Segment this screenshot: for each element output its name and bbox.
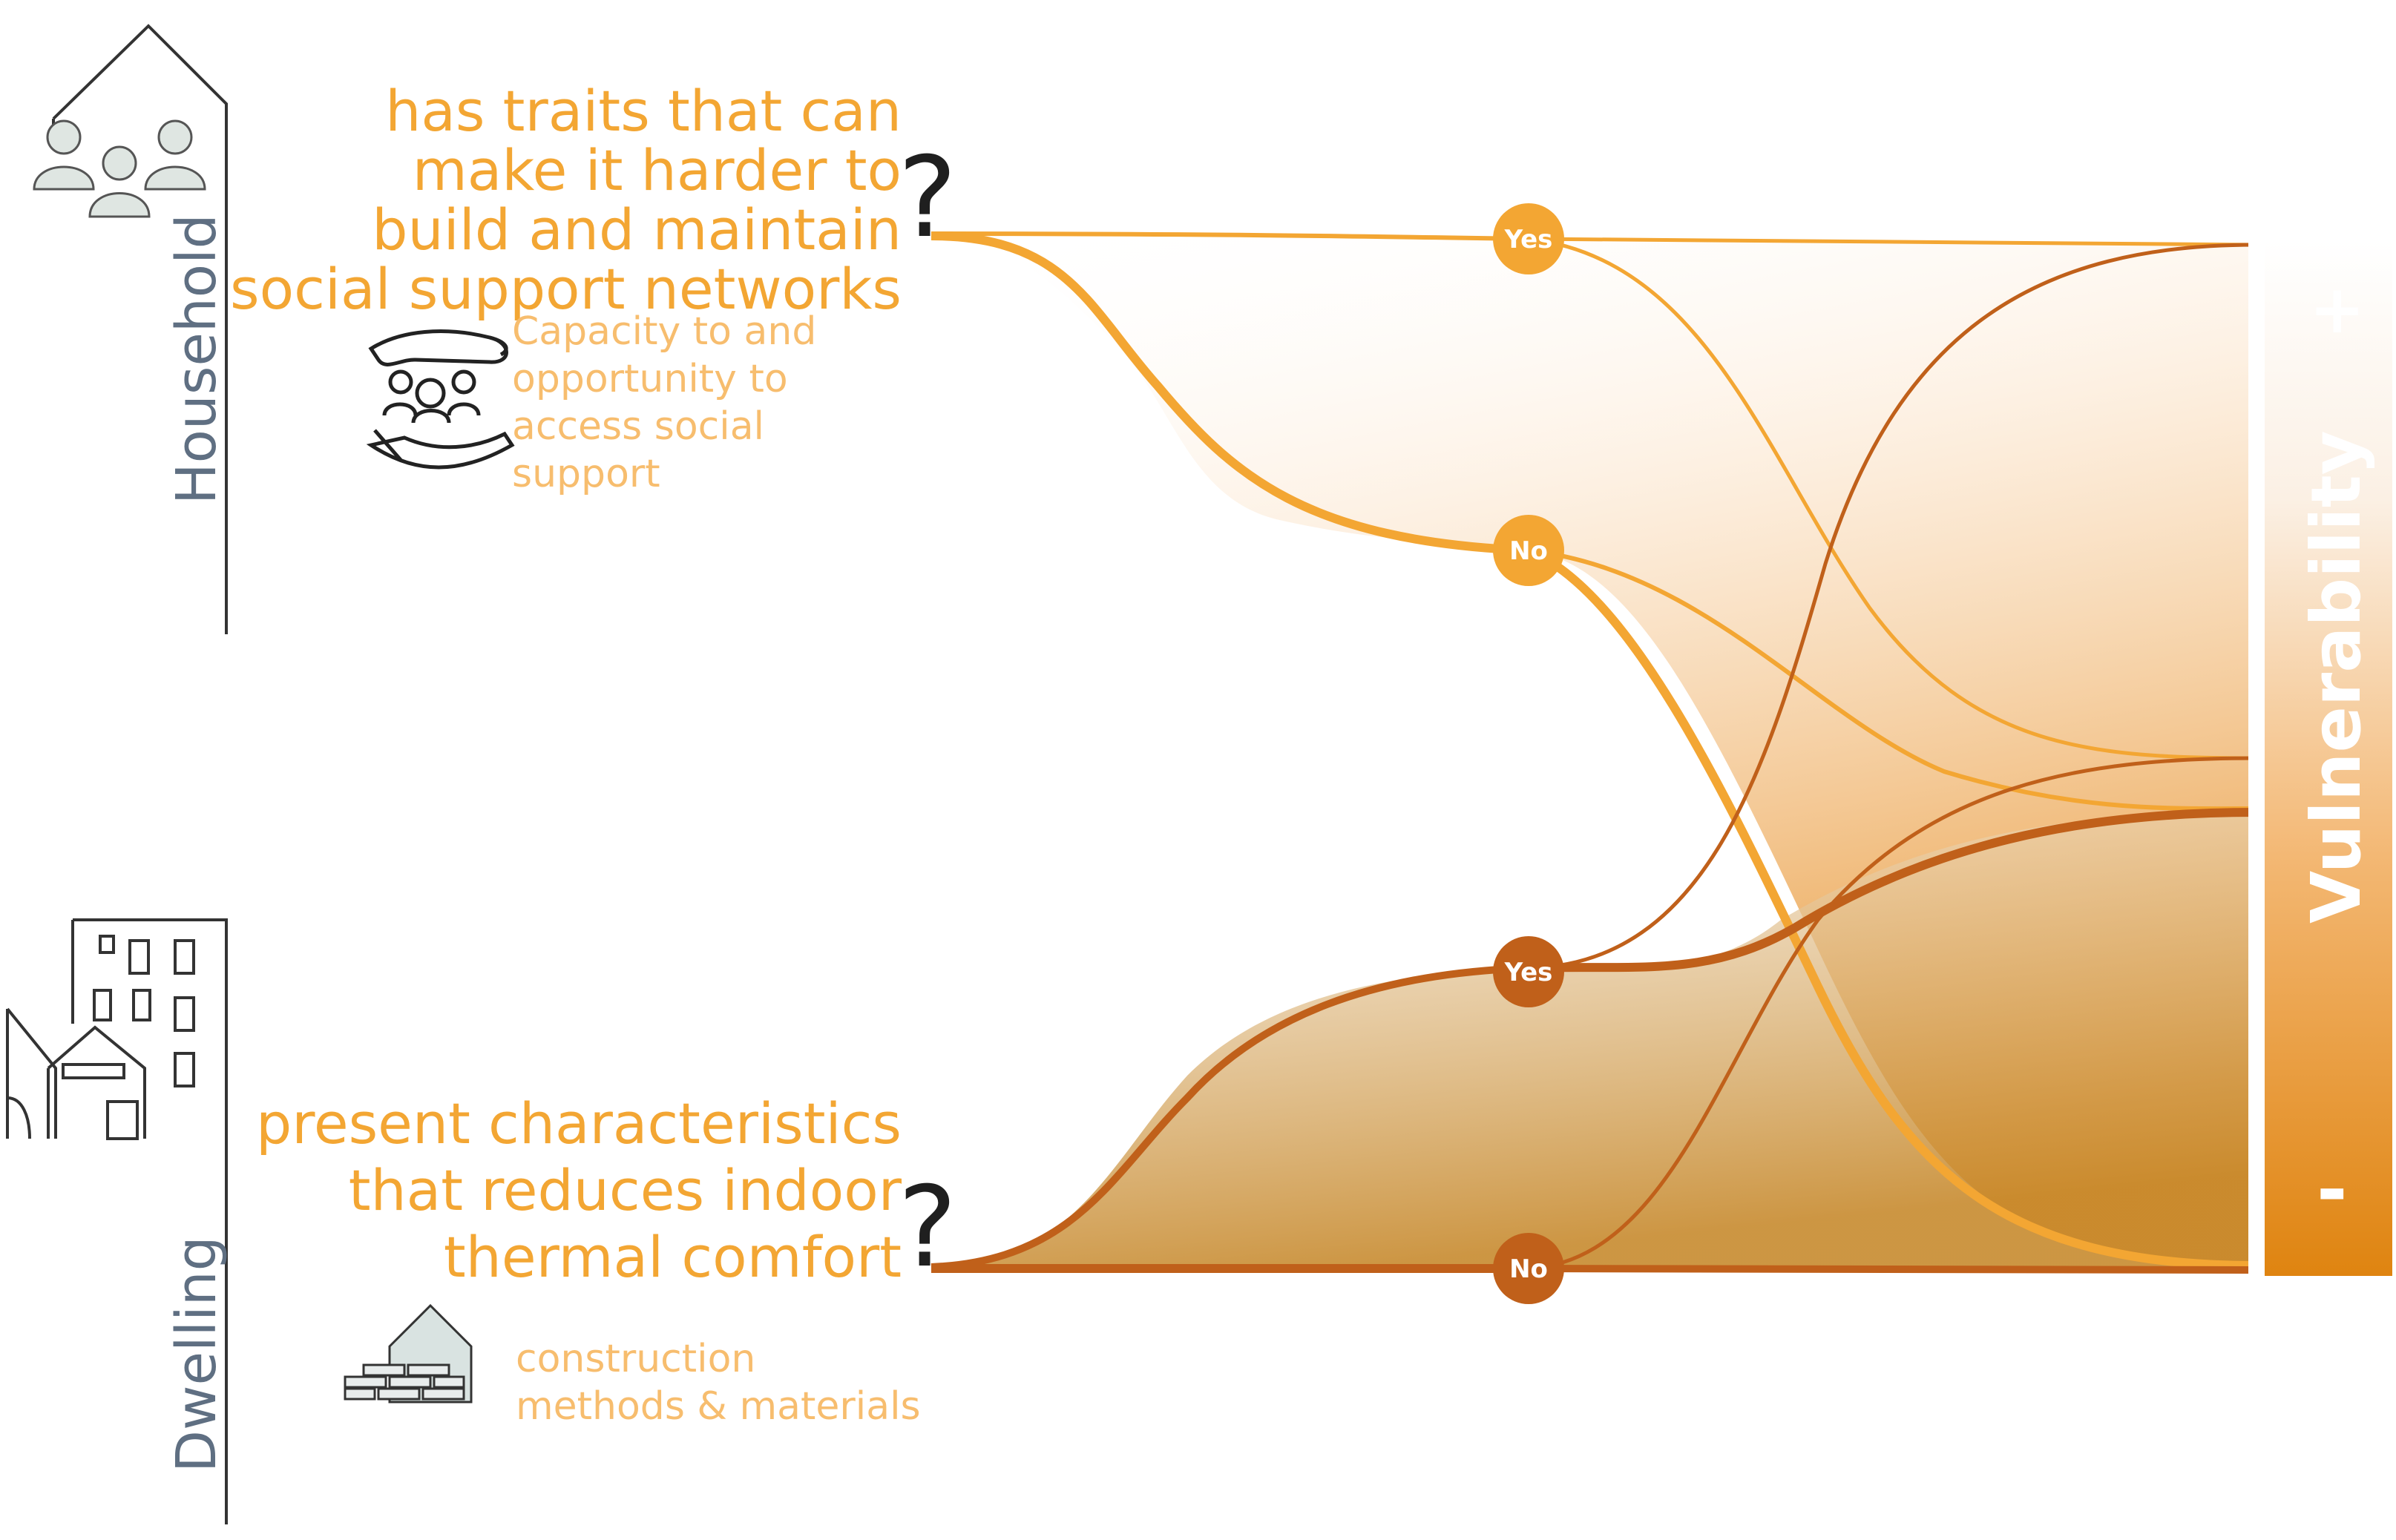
dwelling-question: present characteristics that reduces ind…	[160, 1090, 902, 1291]
household-description-line-1: Capacity to and	[512, 309, 817, 354]
household-description: Capacity to and opportunity to access so…	[512, 308, 816, 498]
vulnerability-bar-divider	[2248, 241, 2257, 1276]
hands-support-icon	[366, 329, 515, 470]
dwelling-no-node: No	[1493, 1233, 1564, 1304]
household-yes-to-plus	[1528, 237, 2256, 247]
dwelling-no-to-mid	[1528, 756, 2256, 1271]
household-description-line-4: support	[512, 452, 660, 496]
household-no-label: No	[1509, 536, 1548, 566]
family-people-icon	[33, 119, 206, 218]
dwelling-question-mark: ?	[898, 1163, 957, 1292]
dwelling-description: construction methods & materials	[516, 1335, 921, 1430]
dwelling-yes-label: Yes	[1504, 958, 1553, 987]
household-no-node: No	[1493, 515, 1564, 586]
dwelling-description-line-1: construction	[516, 1337, 756, 1381]
household-question-line-1: has traits that can	[385, 78, 902, 144]
household-yes-label: Yes	[1504, 225, 1553, 254]
household-no-to-mid	[1528, 548, 2256, 812]
household-question-mark: ?	[898, 134, 957, 263]
dwelling-description-line-2: methods & materials	[516, 1384, 921, 1429]
household-question-line-4: social support networks	[229, 256, 902, 322]
dwelling-no-to-low	[1528, 1265, 2256, 1274]
household-description-line-3: access social	[512, 404, 765, 449]
dwelling-yes-to-plus	[1528, 243, 2256, 970]
dwelling-yes-node: Yes	[1493, 936, 1564, 1007]
dwelling-flow-area	[942, 812, 2256, 1270]
vulnerability-title: Vulnerability	[2297, 430, 2376, 924]
household-question: has traits that can make it harder to bu…	[160, 82, 902, 319]
dwelling-question-line-1: present characteristics	[256, 1090, 902, 1156]
household-description-line-2: opportunity to	[512, 357, 788, 401]
household-yes-node: Yes	[1493, 203, 1564, 274]
household-yes-to-minus	[1528, 237, 2256, 760]
dwelling-question-line-3: thermal comfort	[443, 1224, 902, 1290]
dwelling-no-label: No	[1509, 1254, 1548, 1284]
dwelling-question-line-2: that reduces indoor	[348, 1157, 902, 1223]
vulnerability-bar	[2265, 241, 2392, 1276]
house-bricks-icon	[344, 1303, 473, 1404]
household-question-line-2: make it harder to	[412, 137, 902, 203]
household-yes-link	[930, 231, 1529, 241]
buildings-icon	[6, 918, 228, 1524]
vulnerability-plus: +	[2309, 271, 2366, 349]
household-question-line-3: build and maintain	[372, 197, 902, 263]
dwelling-yes-link	[930, 964, 1529, 1271]
vulnerability-minus: -	[2317, 1146, 2348, 1233]
household-no-to-low	[1526, 546, 2256, 1270]
household-no-link	[930, 231, 1529, 555]
